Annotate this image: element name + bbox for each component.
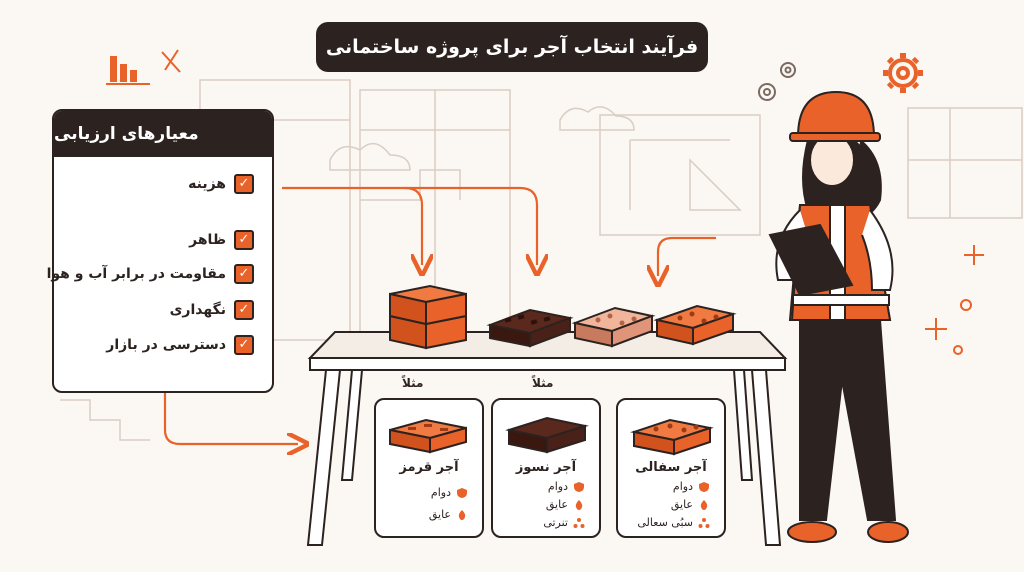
- terracotta-brick: [571, 306, 656, 348]
- checkbox-checked-icon: ✓: [234, 174, 254, 194]
- brick-card-fire: آجر نسوز دوام عایق تنرتی: [491, 398, 601, 538]
- card-prop: عایق: [671, 498, 710, 511]
- shield-icon: [457, 487, 467, 498]
- example-label: مثلاً: [402, 376, 424, 390]
- checkbox-checked-icon: ✓: [234, 335, 254, 355]
- prop-label: عایق: [428, 508, 451, 521]
- chart-icon: [106, 56, 150, 85]
- criterion-label: دسترسی در بازار: [106, 337, 226, 353]
- card-prop: سبُی سعالی: [637, 516, 710, 529]
- tool-icon: [161, 49, 181, 73]
- criterion-label: ظاهر: [189, 232, 226, 248]
- criterion-label: هزینه: [188, 176, 226, 192]
- red-brick-stack: [389, 284, 467, 350]
- card-prop: تنرتی: [543, 516, 585, 529]
- flame-icon: [458, 509, 466, 520]
- prop-label: عایق: [545, 498, 568, 511]
- molecule-icon: [573, 517, 585, 528]
- shield-icon: [699, 481, 709, 492]
- criterion-availability: ✓ دسترسی در بازار: [106, 335, 254, 355]
- red-brick-icon: [389, 418, 467, 454]
- card-prop: عایق: [546, 498, 585, 511]
- criterion-label: مقاومت در برابر آب و هوا: [46, 266, 226, 282]
- card-prop: دوام: [548, 480, 585, 493]
- fire-brick: [486, 308, 574, 348]
- brick-card-terracotta: آجر سفالی دوام عایق سبُی سعالی: [616, 398, 726, 538]
- sparkle-icon: [925, 245, 984, 355]
- criterion-appearance: ✓ ظاهر: [189, 230, 254, 250]
- card-title: آجر نسوز: [515, 460, 577, 475]
- perforated-brick: [653, 304, 737, 346]
- molecule-icon: [698, 517, 710, 528]
- criterion-label: نگهداری: [169, 302, 226, 318]
- criteria-panel: معیارهای ارزیابی: [52, 109, 274, 393]
- shield-icon: [574, 481, 584, 492]
- gear-icon: [883, 53, 923, 93]
- prop-label: عایق: [670, 498, 693, 511]
- card-title: آجر قرمز: [399, 460, 459, 475]
- page-title: فرآیند انتخاب آجر برای پروژه ساختمانی: [316, 22, 708, 72]
- criterion-maintenance: ✓ نگهداری: [170, 300, 254, 320]
- small-gear-icon: [758, 62, 796, 101]
- prop-label: دوام: [547, 480, 568, 493]
- criteria-heading: معیارهای ارزیابی: [54, 111, 272, 157]
- prop-label: دوام: [672, 480, 693, 493]
- checkbox-checked-icon: ✓: [234, 264, 254, 284]
- criterion-cost: ✓ هزینه: [188, 174, 254, 194]
- terracotta-brick-icon: [630, 418, 714, 456]
- brick-card-red: آجر قرمز دوام عایق: [374, 398, 484, 538]
- card-prop: دوام: [673, 480, 710, 493]
- prop-label: سبُی سعالی: [637, 516, 693, 529]
- fire-brick-icon: [505, 416, 589, 454]
- prop-label: تنرتی: [543, 516, 568, 529]
- criterion-weather-resistance: ✓ مقاومت در برابر آب و هوا: [47, 264, 254, 284]
- flame-icon: [700, 499, 708, 510]
- flame-icon: [575, 499, 583, 510]
- prop-label: دوام: [430, 486, 451, 499]
- checkbox-checked-icon: ✓: [234, 230, 254, 250]
- checkbox-checked-icon: ✓: [234, 300, 254, 320]
- card-title: آجر سفالی: [635, 460, 707, 475]
- card-prop: عایق: [429, 508, 468, 521]
- card-prop: دوام: [431, 486, 468, 499]
- example-label: مثلاً: [532, 376, 554, 390]
